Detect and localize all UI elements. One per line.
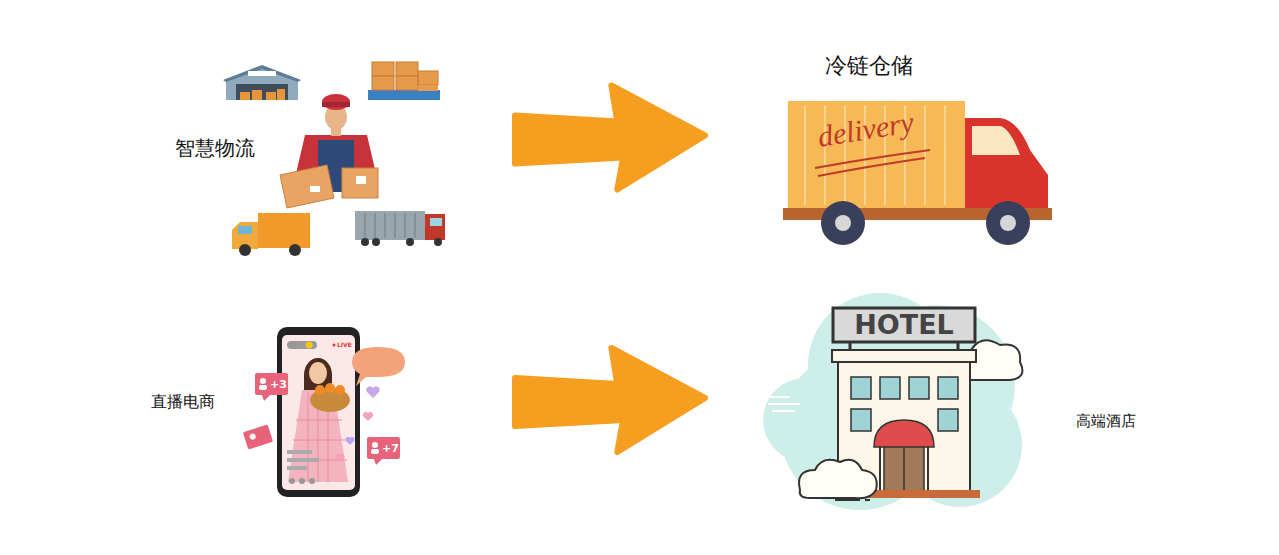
flow-arrow: [515, 348, 705, 452]
worker-figure: [280, 94, 378, 208]
picture-text: HOTEL: [833, 311, 975, 338]
group-label: 冷链仓储: [825, 54, 913, 78]
flow-arrow: [515, 86, 705, 190]
picture-text: +7: [382, 443, 399, 454]
warehouse-icon: [223, 65, 301, 100]
group-label: 直播电商: [151, 393, 215, 411]
group-label: 智慧物流: [175, 137, 255, 159]
group-label: 高端酒店: [1076, 413, 1136, 430]
phone-live-stream: [243, 327, 405, 497]
illustration-group: 智慧物流: [170, 40, 510, 235]
small-truck: [232, 213, 310, 256]
container-truck: [355, 211, 445, 246]
delivery-truck: [783, 101, 1052, 245]
picture-text: LIVE: [337, 342, 352, 348]
illustration-group: 直播电商: [145, 320, 510, 480]
hotel-building: [763, 293, 1022, 510]
parcel-stack: [368, 62, 440, 100]
picture-text: +3: [270, 379, 287, 390]
